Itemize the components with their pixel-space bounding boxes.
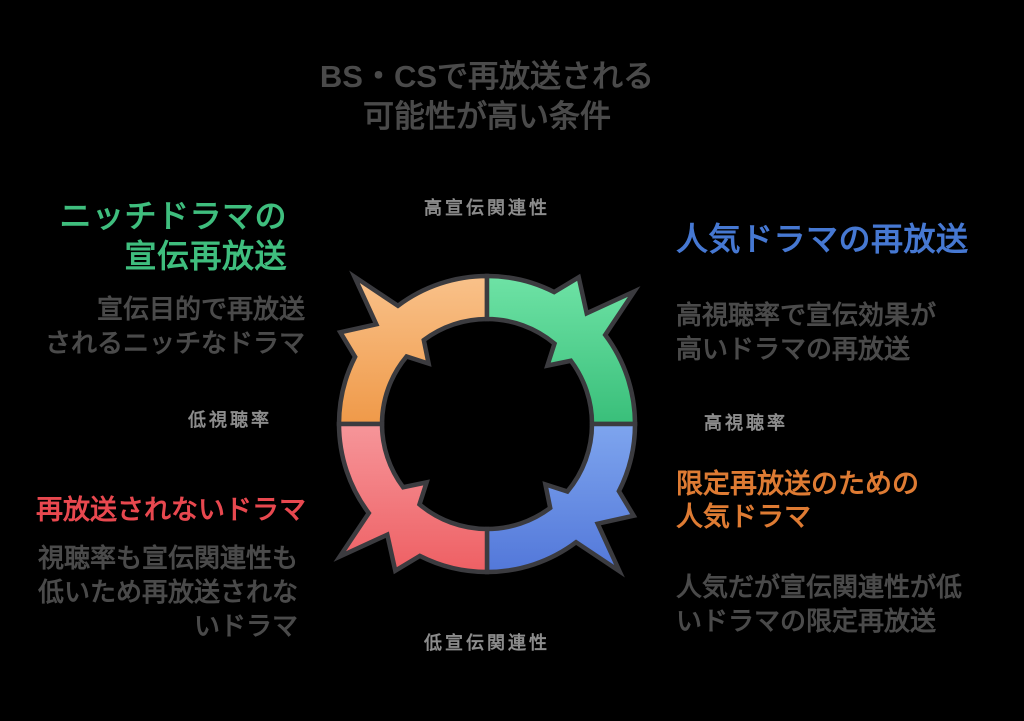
cycle-segment-bottom-left-red [333,421,490,575]
cycle-segment-top-right-green [484,273,641,427]
axis-label-top: 高宣伝関連性 [424,198,550,218]
quadrant-bottom-right-heading: 限定再放送のための 人気ドラマ [676,468,919,534]
quadrant-bottom-right-body-line-1: 人気だが宣伝関連性が低 [676,572,963,602]
quadrant-top-left-body-line-1: 宣伝目的で再放送 [96,294,305,324]
quadrant-top-right-body: 高視聴率で宣伝効果が 高いドラマの再放送 [676,298,936,366]
quadrant-top-left-heading: ニッチドラマの 宣伝再放送 [20,196,287,276]
page-title-line-1: BS・CSで再放送される [319,59,655,94]
quadrant-bottom-left-body-line-2: 低いため再放送されな [37,577,298,607]
quadrant-top-left-heading-line-2: 宣伝再放送 [124,238,287,274]
quadrant-bottom-right-heading-line-1: 限定再放送のための [676,469,919,499]
page-title: BS・CSで再放送される 可能性が高い条件 [237,57,737,137]
quadrant-top-right-body-line-2: 高いドラマの再放送 [676,334,911,364]
quadrant-bottom-left-heading-line-1: 再放送されないドラマ [36,495,306,525]
page-title-line-2: 可能性が高い条件 [363,99,611,134]
quadrant-top-left-heading-line-1: ニッチドラマの [59,198,287,234]
quadrant-bottom-right-body-line-2: いドラマの限定再放送 [676,606,937,636]
cycle-diagram [333,270,641,578]
quadrant-bottom-right-heading-line-2: 人気ドラマ [676,502,811,532]
cycle-segment-top-left-orange [336,270,490,427]
quadrant-bottom-left-body: 視聴率も宣伝関連性も 低いため再放送されな いドラマ [36,541,298,643]
quadrant-bottom-left-body-line-3: いドラマ [193,611,298,641]
cycle-segment-bottom-right-blue [484,421,638,578]
axis-label-left: 低視聴率 [188,410,272,430]
quadrant-bottom-right-body: 人気だが宣伝関連性が低 いドラマの限定再放送 [676,570,962,638]
quadrant-top-right-body-line-1: 高視聴率で宣伝効果が [676,300,937,330]
quadrant-top-right-heading-line-1: 人気ドラマの再放送 [676,221,969,257]
axis-label-right: 高視聴率 [704,413,788,433]
quadrant-top-left-body-line-2: されるニッチなドラマ [44,328,305,358]
quadrant-top-right-heading: 人気ドラマの再放送 [676,219,969,259]
quadrant-top-left-body: 宣伝目的で再放送 されるニッチなドラマ [25,292,305,360]
quadrant-bottom-left-body-line-1: 視聴率も宣伝関連性も [37,543,298,573]
quadrant-bottom-left-heading: 再放送されないドラマ [36,494,306,527]
axis-label-bottom: 低宣伝関連性 [424,633,550,653]
